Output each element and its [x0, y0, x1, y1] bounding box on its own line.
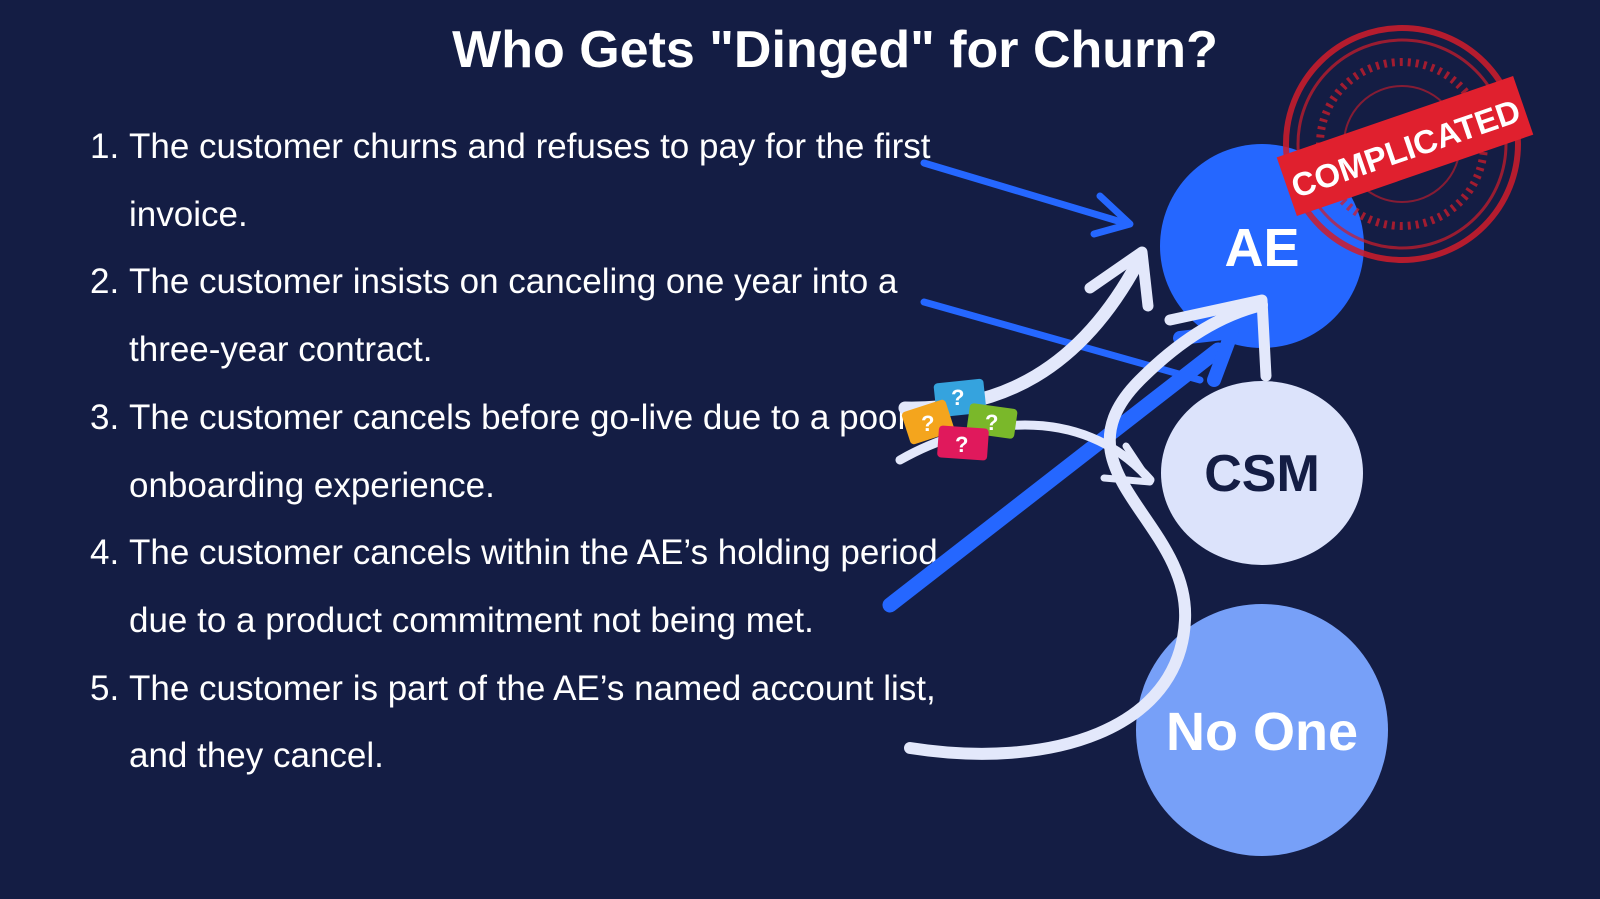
question-bubbles-icon: ? ? ? ? [901, 378, 1018, 461]
arrow-item4-ae [882, 342, 1226, 613]
svg-text:?: ? [921, 411, 934, 436]
no-one-label: No One [1166, 702, 1358, 762]
arrow-item3-csm [895, 420, 1155, 485]
item-text: The customer is part of the AE’s named a… [129, 668, 936, 776]
list-item: 5. The customer is part of the AE’s name… [90, 655, 950, 790]
item-number: 4. [90, 533, 120, 573]
list-item: 3. The customer cancels before go-live d… [90, 384, 950, 519]
list-item: 1. The customer churns and refuses to pa… [90, 113, 950, 248]
complicated-stamp-icon: COMPLICATED [1276, 25, 1534, 263]
svg-text:?: ? [951, 385, 964, 410]
item-text: The customer cancels within the AE’s hol… [129, 533, 938, 640]
arrow-white-head-icon [1164, 294, 1272, 382]
list-item: 2. The customer insists on canceling one… [90, 248, 950, 383]
item-number: 3. [90, 397, 120, 437]
no-one-node [1136, 604, 1388, 856]
item-text: The customer cancels before go-live due … [129, 397, 910, 505]
item-number: 5. [90, 668, 120, 708]
svg-text:?: ? [955, 432, 968, 457]
page-title: Who Gets "Dinged" for Churn? [452, 21, 1218, 79]
item-text: The customer churns and refuses to pay f… [129, 127, 931, 234]
item-number: 1. [90, 127, 120, 166]
item-text: The customer insists on canceling one ye… [129, 262, 898, 370]
scenario-list: 1. The customer churns and refuses to pa… [90, 113, 950, 790]
csm-node [1161, 381, 1363, 565]
list-item: 4. The customer cancels within the AE’s … [90, 519, 950, 654]
arrow-item1-ae [920, 159, 1132, 228]
item-number: 2. [90, 262, 120, 302]
svg-text:?: ? [985, 410, 998, 435]
arrow-item5-noone [904, 299, 1268, 760]
csm-label: CSM [1204, 445, 1320, 503]
ae-label: AE [1224, 218, 1299, 278]
arrow-white-head-icon [1084, 246, 1154, 312]
arrow-head-icon [1090, 192, 1134, 238]
